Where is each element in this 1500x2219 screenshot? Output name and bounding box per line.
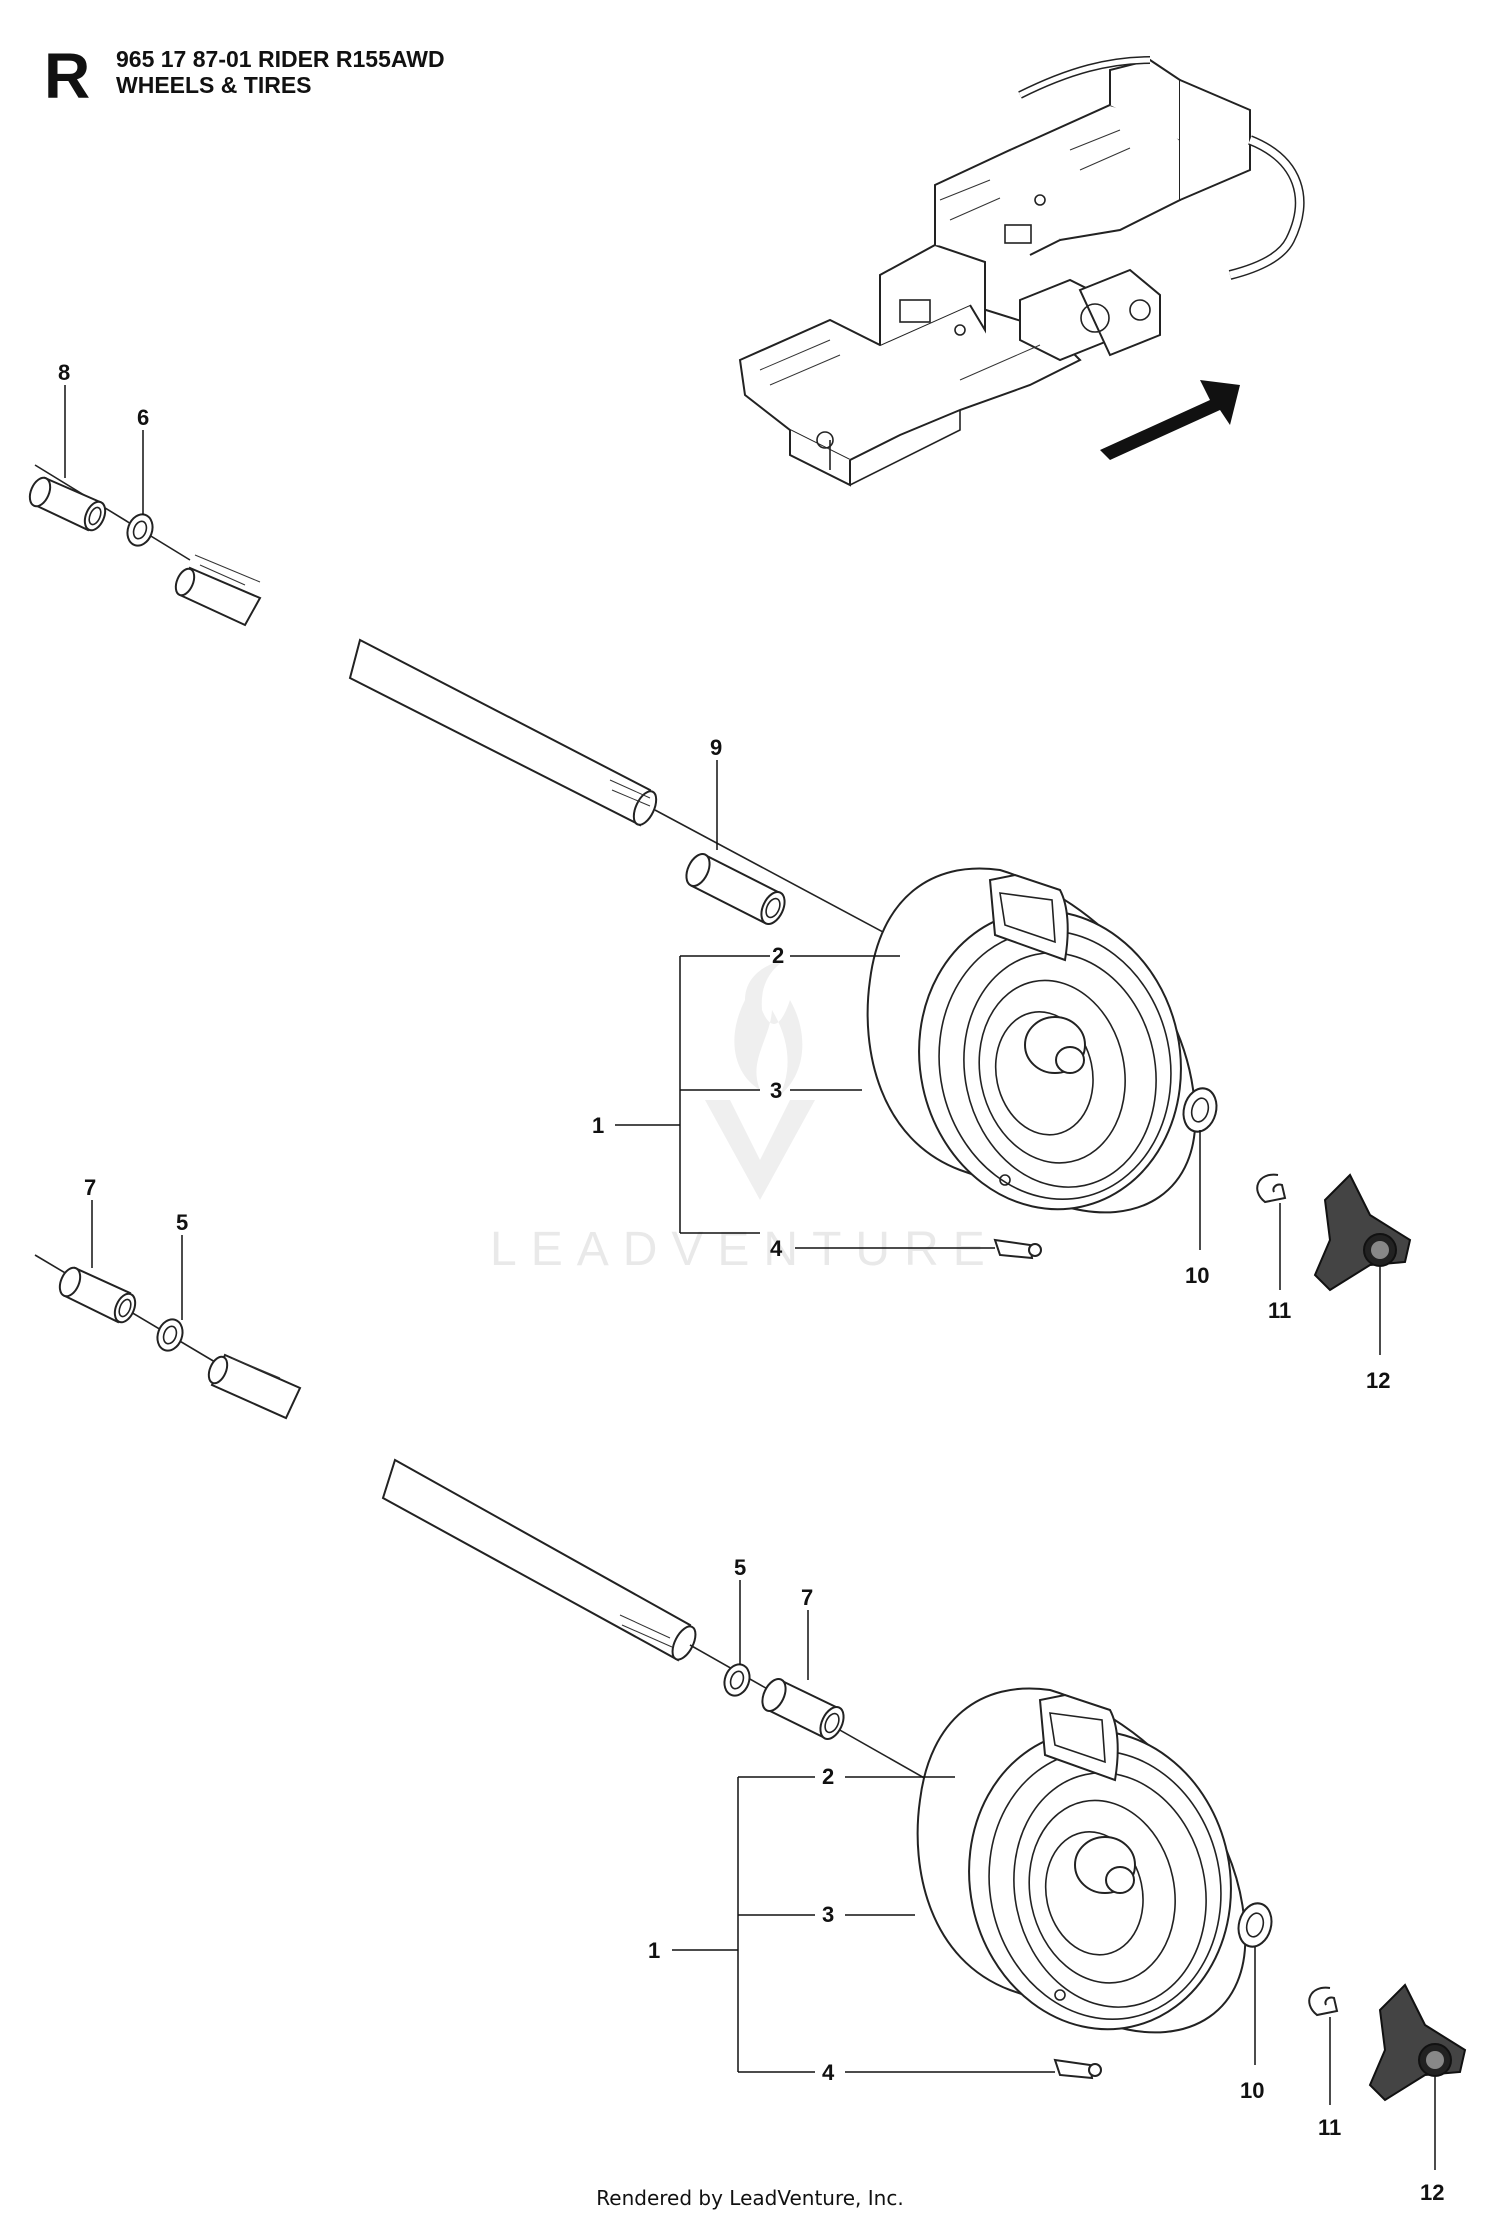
diagram-subtitle: WHEELS & TIRES — [116, 72, 312, 98]
callout-3-upper: 3 — [770, 1078, 782, 1103]
section-letter: R — [44, 40, 91, 112]
footer-credit: Rendered by LeadVenture, Inc. — [596, 2186, 904, 2210]
watermark: LEADVENTURE — [490, 960, 999, 1276]
washer-5 — [156, 1318, 184, 1352]
tractor-frame-illustration — [738, 56, 1305, 487]
callout-5-lower: 5 — [176, 1210, 188, 1235]
clip-11-lower — [1308, 1986, 1339, 2017]
lower-leaders — [91, 1200, 1436, 2170]
callout-7b: 7 — [801, 1585, 813, 1610]
axle-shaft-lower — [207, 1353, 697, 1662]
upper-axle-assembly: 8 6 9 2 1 3 4 10 11 12 — [28, 360, 1412, 1393]
spacer-7 — [58, 1266, 137, 1324]
clip-11 — [1256, 1173, 1287, 1204]
callout-10-lower: 10 — [1240, 2078, 1264, 2103]
callout-5b: 5 — [734, 1555, 746, 1580]
callout-1-upper: 1 — [592, 1113, 604, 1138]
callout-3-lower: 3 — [822, 1902, 834, 1927]
callout-12-upper: 12 — [1366, 1368, 1390, 1393]
washer-5b — [723, 1663, 751, 1697]
diagram-title: 965 17 87-01 RIDER R155AWD — [116, 46, 445, 72]
washer-6 — [126, 513, 154, 547]
valve-stem-4 — [993, 1238, 1042, 1260]
callout-11-upper: 11 — [1268, 1298, 1291, 1323]
spacer-9 — [685, 853, 786, 925]
washer-10-lower — [1237, 1902, 1273, 1948]
valve-stem-4-lower — [1053, 2058, 1102, 2080]
upper-leaders — [64, 385, 1381, 1355]
callout-12-lower: 12 — [1420, 2180, 1444, 2205]
callout-2-upper: 2 — [772, 943, 784, 968]
callout-1-lower: 1 — [648, 1938, 660, 1963]
wheel-tire-lower — [916, 1687, 1247, 2034]
callout-2-lower: 2 — [822, 1764, 834, 1789]
hub-cap-12-lower — [1368, 1983, 1467, 2102]
callout-11-lower: 11 — [1318, 2115, 1341, 2140]
callout-9: 9 — [710, 735, 722, 760]
wheel-tire-upper — [866, 867, 1197, 1214]
callout-7-lower: 7 — [84, 1175, 96, 1200]
hub-cap-12 — [1313, 1173, 1412, 1292]
spacer-8 — [28, 476, 107, 532]
callout-8: 8 — [58, 360, 70, 385]
spacer-7b — [761, 1678, 845, 1740]
callout-4-lower: 4 — [822, 2060, 835, 2085]
callout-10-upper: 10 — [1185, 1263, 1209, 1288]
axle-centerline — [194, 554, 261, 583]
watermark-text: LEADVENTURE — [490, 1223, 999, 1276]
callout-4-upper: 4 — [770, 1236, 783, 1261]
washer-10 — [1182, 1087, 1218, 1133]
lower-axle-assembly: 7 5 5 7 2 1 3 4 10 11 12 — [34, 1175, 1467, 2205]
callout-6-upper: 6 — [137, 405, 149, 430]
axle-shaft — [174, 564, 658, 827]
